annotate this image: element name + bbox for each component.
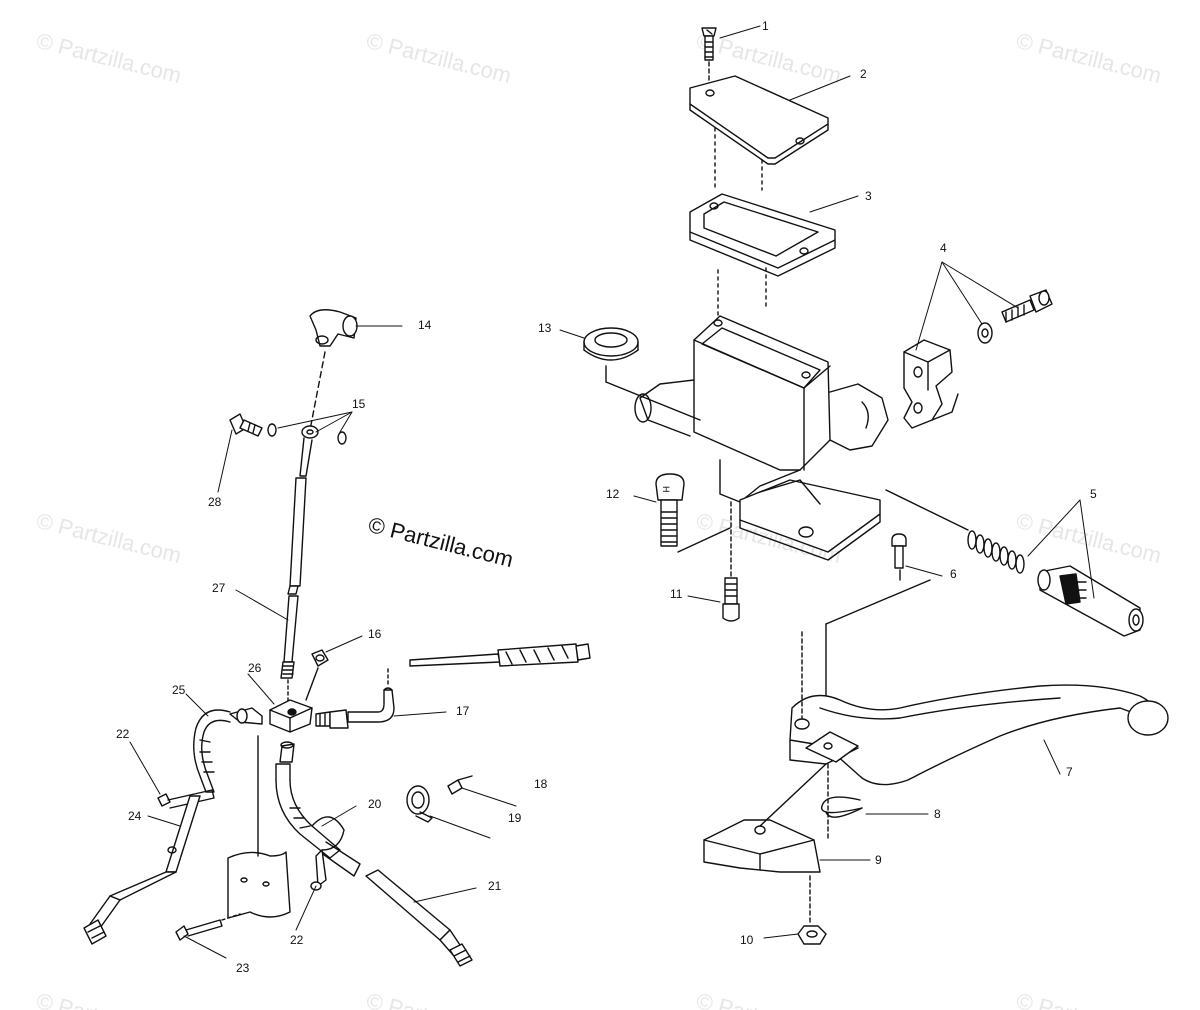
callout-23: 23: [236, 961, 250, 975]
part-seal-13: [583, 327, 639, 361]
part-banjo-bolt-28: [229, 413, 263, 437]
part-clip-22: [157, 789, 215, 809]
part-hose-21: [365, 869, 473, 967]
part-bleeder-16: [311, 649, 329, 667]
part-pin-6: [891, 533, 907, 569]
part-tee-14: [309, 309, 358, 347]
part-master-cylinder-body: [634, 315, 889, 561]
part-washer-15: [337, 431, 347, 445]
part-washer-4: [977, 322, 993, 344]
callout-4: 4: [940, 241, 947, 255]
part-spring-8: [821, 796, 863, 818]
callout-16: 16: [368, 627, 382, 641]
callout-10: 10: [740, 933, 754, 947]
callout-8: 8: [934, 807, 941, 821]
callout-14: 14: [418, 318, 432, 332]
part-line-upper: [409, 643, 591, 667]
part-screw-1: [701, 27, 717, 61]
part-bolt-12: H: [655, 473, 685, 547]
part-gasket-3: [689, 193, 836, 277]
callout-22: 22: [116, 727, 130, 741]
part-piston-5: [1037, 565, 1144, 637]
part-cam-9: [703, 819, 821, 873]
part-cover-2: [689, 75, 829, 165]
callout-21: 21: [488, 879, 502, 893]
part-bolt-11: [722, 577, 740, 622]
callout-12: 12: [606, 487, 620, 501]
callout-27: 27: [212, 581, 226, 595]
callout-7: 7: [1066, 765, 1073, 779]
part-line-27: [280, 477, 307, 679]
leader-lines: [129, 25, 1095, 959]
callout-17: 17: [456, 704, 470, 718]
callout-25: 25: [172, 683, 186, 697]
part-nut-10: [797, 925, 827, 945]
part-bolt-4: [1001, 289, 1053, 323]
part-hose-17: [315, 687, 395, 729]
callout-9: 9: [875, 853, 882, 867]
callout-1: 1: [762, 19, 769, 33]
callout-2: 2: [860, 67, 867, 81]
svg-text:H: H: [661, 486, 671, 493]
callout-5: 5: [1090, 487, 1097, 501]
part-spring-5: [967, 530, 1025, 574]
callout-13: 13: [538, 321, 552, 335]
part-clip-22: [310, 849, 327, 891]
part-banjo-fitting: [299, 425, 319, 477]
callout-20: 20: [368, 797, 382, 811]
part-clamp-4: [903, 339, 959, 429]
callout-11: 11: [670, 587, 683, 601]
part-screw-18: [447, 775, 473, 795]
callout-24: 24: [128, 809, 142, 823]
part-washer-15: [267, 423, 277, 437]
part-lever-7: [789, 684, 1169, 786]
part-hose-24: [83, 795, 201, 945]
callout-18: 18: [534, 777, 548, 791]
callout-6: 6: [950, 567, 957, 581]
part-clamp-19: [406, 785, 433, 823]
callout-28: 28: [208, 495, 222, 509]
part-hose-25: [193, 707, 263, 793]
part-junction-26: [269, 699, 313, 733]
callout-26: 26: [248, 661, 262, 675]
callout-22: 22: [290, 933, 304, 947]
callout-3: 3: [865, 189, 872, 203]
callout-15: 15: [352, 397, 366, 411]
part-plate: [227, 851, 291, 919]
callout-19: 19: [508, 811, 522, 825]
part-screw-23: [175, 919, 223, 941]
part-hose-20: [275, 741, 361, 877]
